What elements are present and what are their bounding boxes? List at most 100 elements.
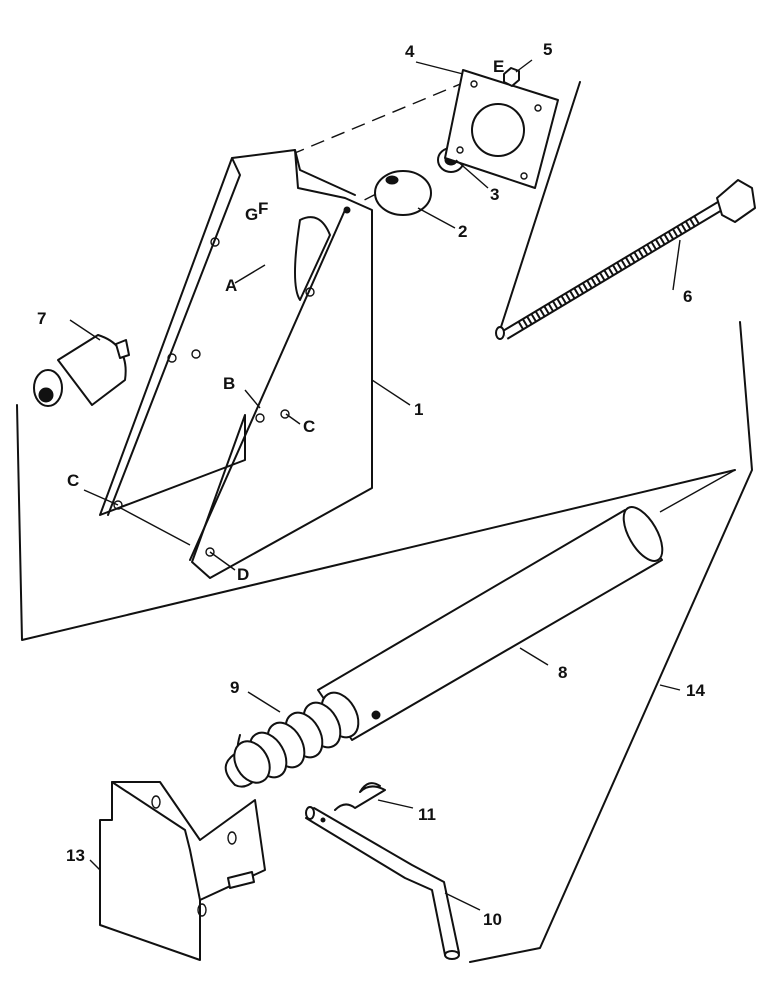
leader-4 — [415, 61, 464, 75]
hole — [113, 500, 123, 510]
pin-hole — [320, 817, 326, 823]
hole — [167, 353, 177, 363]
plate-bolt-hole — [470, 80, 478, 88]
mount-slot — [227, 871, 255, 889]
hole-f — [343, 206, 351, 214]
callout-1: 1 — [414, 400, 423, 419]
part-10-pin — [305, 806, 460, 960]
leader-1 — [371, 379, 411, 406]
group-bracket-14 — [469, 321, 753, 963]
letter-d: D — [237, 565, 249, 584]
callout-9: 9 — [230, 678, 239, 697]
ball — [374, 170, 432, 216]
leader-8 — [519, 647, 549, 666]
pin-handle-end — [444, 950, 460, 960]
letter-f: F — [258, 199, 268, 218]
callout-5: 5 — [543, 40, 552, 59]
callout-11: 11 — [418, 805, 436, 824]
part-13-mount — [99, 781, 266, 961]
part-11-rclip — [334, 782, 386, 811]
group-bracket-upper — [499, 81, 581, 331]
callouts: 4 5 3 2 6 7 1 8 9 14 11 13 10 — [37, 40, 705, 929]
leader-tube-end — [659, 469, 736, 513]
callout-13: 13 — [66, 846, 85, 865]
leader-lines — [69, 59, 681, 911]
bolt-tip — [495, 326, 505, 340]
bush-flat — [115, 339, 130, 359]
leader-9 — [247, 691, 281, 713]
leader-3 — [455, 159, 489, 189]
pin-outline-b — [313, 807, 460, 954]
pin-outline-a — [305, 817, 446, 956]
leader-a — [234, 264, 266, 284]
part-2-ball — [374, 170, 432, 216]
leader-14 — [659, 684, 681, 691]
bracket-top-edge — [294, 149, 356, 196]
callout-7: 7 — [37, 309, 46, 328]
plate-bolt-hole — [534, 104, 542, 112]
pin-end — [305, 806, 315, 820]
mount-hole — [151, 795, 161, 809]
leader-b — [244, 389, 261, 409]
leader-11 — [377, 799, 414, 809]
bracket-inner-edge — [189, 209, 346, 561]
leader-c2 — [83, 489, 119, 506]
leader-10 — [444, 892, 481, 911]
part-6-bolt — [495, 179, 756, 340]
leader-c1 — [285, 413, 301, 425]
callout-14: 14 — [686, 681, 705, 700]
part-1-bracket — [99, 149, 373, 579]
tube-hole — [371, 710, 381, 720]
letter-a: A — [225, 276, 237, 295]
hole — [210, 237, 220, 247]
bracket-cutout — [294, 216, 331, 301]
part-7-bush — [33, 334, 130, 407]
callout-8: 8 — [558, 663, 567, 682]
hole — [191, 349, 201, 359]
part-5-nut — [503, 67, 520, 87]
plate-hole — [471, 103, 525, 157]
part-4-plate — [444, 69, 559, 189]
letter-g: G — [245, 205, 258, 224]
mount-body — [99, 781, 266, 961]
leader-d — [209, 551, 236, 571]
letter-e: E — [493, 57, 504, 76]
bush-bore — [38, 387, 54, 403]
callout-2: 2 — [458, 222, 467, 241]
spring-coils — [233, 691, 360, 784]
group-bracket-lower — [16, 404, 736, 641]
letter-c-right: C — [303, 417, 315, 436]
leader-c-d — [114, 504, 191, 546]
rclip — [334, 782, 386, 811]
leader-7 — [69, 319, 101, 341]
callout-4: 4 — [405, 42, 415, 61]
part-8-tube — [317, 506, 664, 741]
leader-2 — [417, 207, 456, 229]
leader-13 — [89, 859, 101, 871]
bolt-head — [716, 179, 756, 223]
leader-5 — [515, 59, 533, 73]
tube-end — [622, 506, 664, 562]
ball-bore — [385, 175, 399, 185]
tube — [317, 509, 663, 741]
nut — [503, 67, 520, 87]
plate-bolt-hole — [520, 172, 528, 180]
callout-10: 10 — [483, 910, 502, 929]
letter-c-left: C — [67, 471, 79, 490]
letter-callouts: E G F A B C C D — [67, 57, 504, 584]
hole — [255, 413, 265, 423]
assembly-group-lines — [16, 81, 753, 963]
bracket-body — [99, 149, 373, 579]
mount-hole — [227, 831, 237, 845]
part-9-spring — [224, 691, 360, 788]
callout-6: 6 — [683, 287, 692, 306]
mount-hole — [197, 903, 207, 917]
hole — [280, 409, 290, 419]
callout-3: 3 — [490, 185, 499, 204]
letter-b: B — [223, 374, 235, 393]
hole — [205, 547, 215, 557]
mount-fold — [111, 781, 201, 901]
plate-bolt-hole — [456, 146, 464, 154]
